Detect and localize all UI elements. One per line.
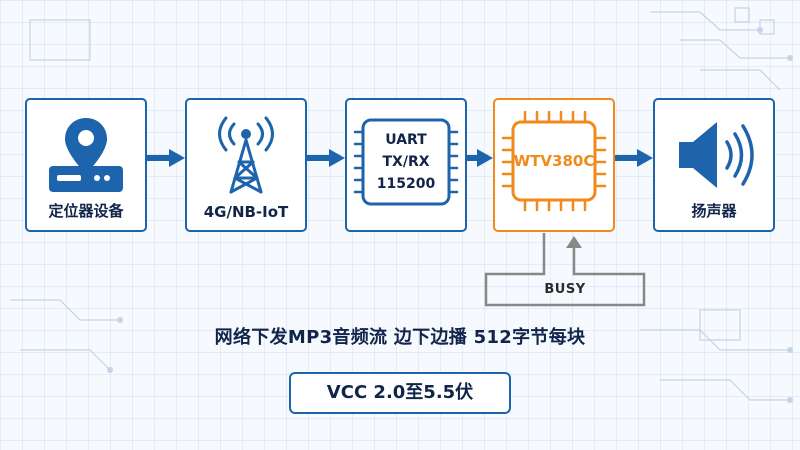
busy-arrow-up-icon	[566, 236, 582, 248]
uart-block: UART TX/RX 115200	[345, 98, 467, 232]
location-device-icon	[49, 118, 123, 192]
caption: 网络下发MP3音频流 边下边播 512字节每块	[214, 327, 586, 348]
signal-tower-icon	[218, 116, 274, 194]
uart-chip-line-3: 115200	[377, 176, 436, 192]
arrow-right-icon	[307, 149, 345, 167]
wtv380c-block: WTV380C	[493, 98, 615, 232]
arrow-right-icon	[147, 149, 185, 167]
chip-icon: WTV380C	[501, 110, 607, 212]
speaker-block: 扬声器	[653, 98, 775, 232]
chip-icon: UART TX/RX 115200	[353, 118, 459, 206]
network-block: 4G/NB-IoT	[185, 98, 307, 232]
speaker-icon	[679, 122, 754, 188]
wtv380c-chip-label: WTV380C	[514, 152, 595, 170]
uart-chip-line-2: TX/RX	[382, 154, 429, 170]
arrow-right-icon	[467, 149, 493, 167]
vcc-badge: VCC 2.0至5.5伏	[289, 372, 511, 414]
locator-device-block: 定位器设备	[25, 98, 147, 232]
speaker-label: 扬声器	[691, 202, 737, 220]
locator-device-label: 定位器设备	[48, 202, 124, 220]
network-label: 4G/NB-IoT	[203, 203, 289, 221]
arrow-right-icon	[615, 149, 653, 167]
uart-chip-line-1: UART	[385, 132, 427, 148]
busy-label: BUSY	[544, 282, 586, 297]
